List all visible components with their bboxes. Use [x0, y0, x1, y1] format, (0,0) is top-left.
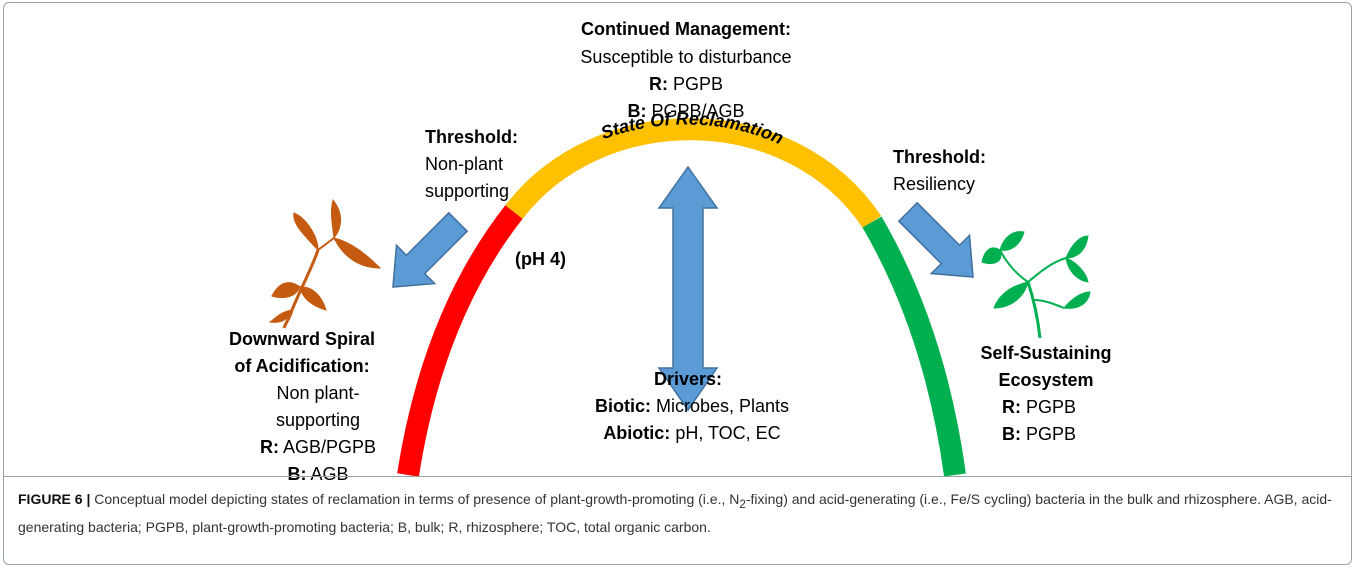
right-state-r-line: R: PGPB	[1002, 396, 1076, 418]
threshold-left-title: Threshold:	[425, 127, 518, 147]
top-box-r-line: R: PGPB	[649, 73, 723, 95]
drivers-double-arrow	[657, 165, 719, 412]
threshold-right-arrow	[897, 201, 974, 278]
dead-plant-icon	[268, 198, 382, 329]
threshold-left-line2: supporting	[425, 181, 510, 201]
drivers-abiotic-value: pH, TOC, EC	[670, 423, 781, 443]
top-box-b-line: B: PGPB/AGB	[627, 100, 744, 122]
top-box-b-label: B:	[627, 101, 647, 121]
drivers-abiotic-line: Abiotic: pH, TOC, EC	[603, 422, 780, 444]
drivers-abiotic-label: Abiotic:	[603, 423, 671, 443]
drivers-biotic-line: Biotic: Microbes, Plants	[595, 395, 789, 417]
drivers-biotic-label: Biotic:	[594, 396, 651, 416]
left-state-r-value: AGB/PGPB	[278, 437, 377, 457]
right-state-r-value: PGPB	[1021, 397, 1077, 417]
left-state-b-value: AGB	[306, 464, 349, 484]
right-state-b-value: PGPB	[1021, 424, 1077, 444]
left-state-b-line: B: AGB	[287, 463, 348, 485]
top-box-b-value: PGPB/AGB	[646, 101, 745, 121]
threshold-left-arrow	[392, 211, 469, 288]
caption-text-before: Conceptual model depicting states of rec…	[90, 491, 740, 507]
left-state-title2: of Acidification:	[234, 356, 370, 376]
caption-text-after: -fixing) and acid-generating (i.e., Fe/S…	[18, 491, 1332, 535]
arc-green-segment	[862, 216, 966, 477]
top-box-r-value: PGPB	[667, 74, 724, 94]
arc-yellow-segment	[505, 118, 882, 229]
top-box-title: Continued Management:	[581, 19, 791, 39]
top-box-r-label: R:	[648, 74, 668, 94]
left-state-line2: supporting	[275, 410, 361, 430]
threshold-left-line1: Non-plant	[425, 154, 504, 174]
reclamation-arc	[397, 118, 966, 477]
caption-divider	[4, 476, 1351, 477]
caption-label: FIGURE 6 |	[18, 491, 91, 507]
healthy-plant-icon	[981, 231, 1091, 339]
top-box-line1: Susceptible to disturbance	[580, 47, 792, 67]
right-state-title1: Self-Sustaining	[980, 343, 1112, 363]
threshold-right-line1: Resiliency	[893, 174, 976, 194]
arc-red-segment	[397, 205, 523, 477]
figure-caption: FIGURE 6 | Conceptual model depicting st…	[18, 488, 1343, 538]
drivers-biotic-value: Microbes, Plants	[650, 396, 790, 416]
drivers-title: Drivers:	[653, 369, 723, 389]
right-state-r-label: R:	[1002, 397, 1021, 417]
left-state-r-line: R: AGB/PGPB	[260, 436, 376, 458]
ph-label: (pH 4)	[515, 249, 566, 269]
right-state-b-line: B: PGPB	[1002, 423, 1076, 445]
left-state-r-label: R:	[259, 437, 279, 457]
right-state-b-label: B:	[1002, 424, 1021, 444]
figure-frame	[3, 2, 1352, 565]
left-state-line1: Non plant-	[276, 383, 360, 403]
caption-subscript: 2	[739, 497, 746, 511]
right-state-title2: Ecosystem	[998, 370, 1094, 390]
left-state-title1: Downward Spiral	[228, 329, 376, 349]
left-state-b-label: B:	[287, 464, 307, 484]
threshold-right-title: Threshold:	[893, 147, 986, 167]
